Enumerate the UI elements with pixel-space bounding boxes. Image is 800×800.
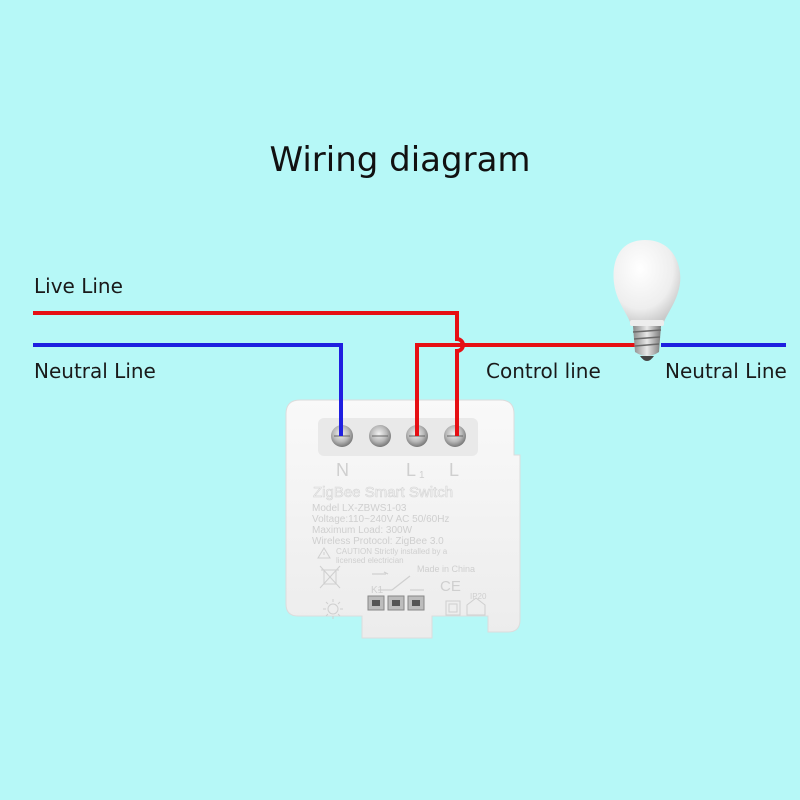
warning-icon <box>317 547 331 559</box>
relay-switch-icon <box>372 571 424 591</box>
device-caution-line-2: licensed electrician <box>336 556 404 565</box>
neutral-line-right-label: Neutral Line <box>665 359 787 383</box>
sun-icon <box>323 599 343 619</box>
diagram-title: Wiring diagram <box>269 140 531 180</box>
terminal-label-l1: L <box>406 460 416 480</box>
house-icon <box>466 597 486 616</box>
relay-label: K1 <box>371 585 384 596</box>
device-max-load: Maximum Load: 300W <box>312 525 413 536</box>
device-name: ZigBee Smart Switch <box>313 484 453 501</box>
device-voltage: Voltage:110~240V AC 50/60Hz <box>312 514 449 525</box>
ip-rating: IP20 <box>470 592 487 601</box>
relay-contact-slots <box>367 595 425 611</box>
control-line-wire <box>415 343 640 436</box>
terminal-label-n: N <box>336 460 349 480</box>
indoor-icon <box>445 600 461 616</box>
device-protocol: Wireless Protocol: ZigBee 3.0 <box>312 536 444 547</box>
terminal-label-l1-subscript: 1 <box>419 470 425 481</box>
device-model: Model LX-ZBWS1-03 <box>312 503 407 514</box>
bulb-icon <box>613 240 681 361</box>
device-caution-line-1: CAUTION Strictly installed by a <box>336 547 448 556</box>
control-line-label: Control line <box>486 359 601 383</box>
smart-switch-device: N L 1 L ZigBee Smart Switch Model LX-ZBW… <box>285 399 521 639</box>
neutral-line-left-wire <box>33 343 343 436</box>
neutral-line-left-label: Neutral Line <box>34 359 156 383</box>
live-line-label: Live Line <box>34 274 123 298</box>
device-origin: Made in China <box>417 564 475 574</box>
weee-bin-icon <box>319 565 341 589</box>
ce-mark: CE <box>440 578 461 595</box>
terminal-screw-empty <box>369 425 391 447</box>
terminal-label-l: L <box>449 460 459 480</box>
